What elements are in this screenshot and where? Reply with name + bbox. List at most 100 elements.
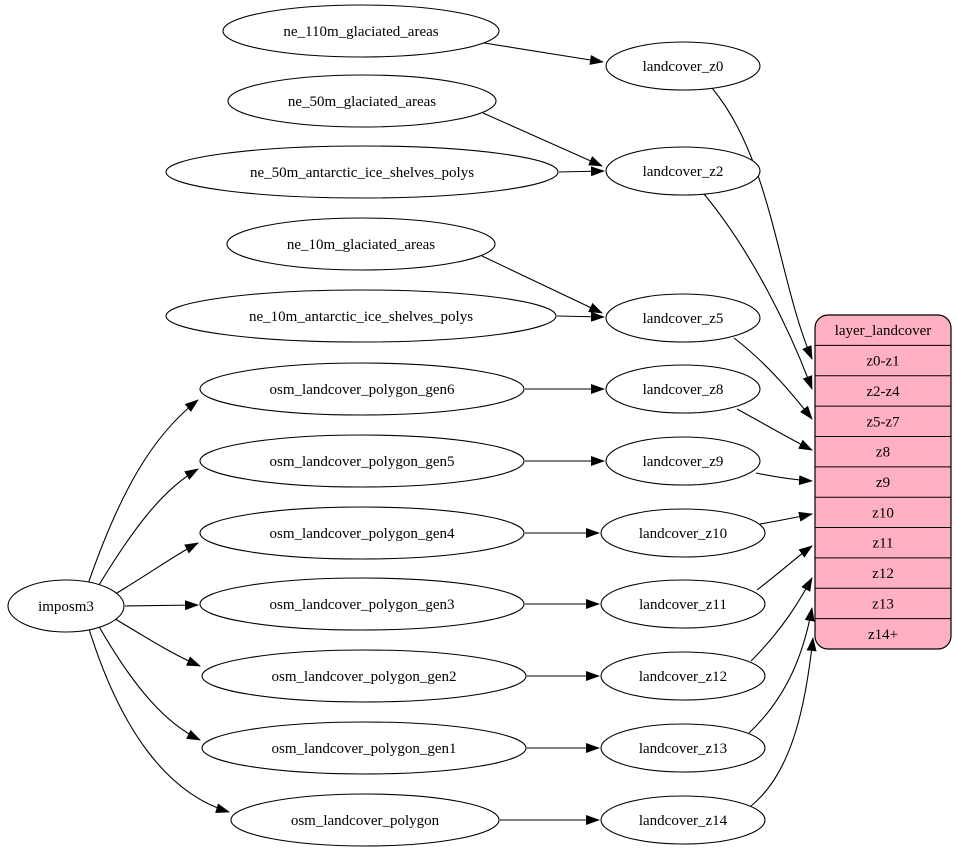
- node-landcover_z11-ellipse: [600, 579, 766, 629]
- edge-landcover_z8-to-layer_landcover-z8: [736, 408, 813, 451]
- node-landcover_z2-ellipse: [605, 146, 761, 196]
- node-osm_landcover_polygon-label: osm_landcover_polygon: [291, 813, 440, 829]
- node-ne_10m_antarctic_ice_shelves_polys-ellipse: [165, 289, 557, 343]
- node-osm_landcover_polygon_gen1: osm_landcover_polygon_gen1: [201, 721, 527, 775]
- node-landcover_z0: landcover_z0: [605, 41, 761, 91]
- node-imposm3-label: imposm3: [38, 599, 94, 615]
- node-landcover_z12-label: landcover_z12: [639, 669, 727, 685]
- node-landcover_z5-ellipse: [605, 293, 761, 343]
- node-landcover_z8: landcover_z8: [605, 364, 761, 414]
- edges-layer: [87, 42, 817, 825]
- node-landcover_z9: landcover_z9: [605, 436, 761, 486]
- node-landcover_z12: landcover_z12: [600, 651, 766, 701]
- node-osm_landcover_polygon_gen1-label: osm_landcover_polygon_gen1: [272, 741, 457, 757]
- edge-landcover_z0-to-layer_landcover-z0-z1: [711, 87, 813, 360]
- edge-imposm3-to-osm_landcover_polygon_gen4: [111, 542, 199, 597]
- record-row-z2-z4-label: z2-z4: [866, 384, 900, 400]
- record-layer: layer_landcover z0-z1 z2-z4 z5-z7 z8 z9 z10 z11…: [814, 314, 952, 650]
- node-landcover_z14-label: landcover_z14: [639, 813, 728, 829]
- node-osm_landcover_polygon_gen4-label: osm_landcover_polygon_gen4: [270, 526, 455, 542]
- node-landcover_z10-ellipse: [600, 508, 766, 558]
- node-osm_landcover_polygon_gen3-label: osm_landcover_polygon_gen3: [270, 597, 455, 613]
- record-row-z8-label: z8: [876, 445, 890, 461]
- node-landcover_z9-label: landcover_z9: [643, 454, 724, 470]
- node-landcover_z11: landcover_z11: [600, 579, 766, 629]
- node-ne_50m_glaciated_areas-ellipse: [227, 74, 497, 128]
- record-row-z11-label: z11: [872, 536, 893, 552]
- node-osm_landcover_polygon_gen2-label: osm_landcover_polygon_gen2: [272, 669, 457, 685]
- edge-landcover_z2-to-layer_landcover-z2-z4: [703, 193, 813, 390]
- node-ne_10m_glaciated_areas-label: ne_10m_glaciated_areas: [287, 237, 435, 253]
- node-ne_110m_glaciated_areas-label: ne_110m_glaciated_areas: [283, 24, 438, 40]
- record-row-z10-label: z10: [872, 505, 894, 521]
- edge-landcover_z5-to-layer_landcover-z5-z7: [733, 337, 813, 420]
- edge-ne_10m_glaciated_areas-to-landcover_z5: [481, 255, 603, 314]
- node-landcover_z12-ellipse: [600, 651, 766, 701]
- record-row-z5-z7-label: z5-z7: [866, 414, 900, 430]
- record-layer-landcover: layer_landcover z0-z1 z2-z4 z5-z7 z8 z9 z10 z11…: [814, 314, 952, 650]
- node-ne_50m_glaciated_areas-label: ne_50m_glaciated_areas: [288, 94, 436, 110]
- edge-imposm3-to-osm_landcover_polygon_gen1: [96, 622, 201, 741]
- node-landcover_z2: landcover_z2: [605, 146, 761, 196]
- node-landcover_z0-label: landcover_z0: [643, 59, 724, 75]
- edge-landcover_z10-to-layer_landcover-z10: [759, 511, 813, 525]
- node-landcover_z5-label: landcover_z5: [643, 311, 724, 327]
- node-landcover_z13-label: landcover_z13: [639, 741, 727, 757]
- node-ne_110m_glaciated_areas: ne_110m_glaciated_areas: [222, 4, 500, 58]
- node-ne_50m_glaciated_areas: ne_50m_glaciated_areas: [227, 74, 497, 128]
- node-osm_landcover_polygon_gen4: osm_landcover_polygon_gen4: [199, 506, 525, 560]
- node-landcover_z14-ellipse: [600, 795, 766, 845]
- node-landcover_z10-label: landcover_z10: [639, 526, 727, 542]
- edge-landcover_z11-to-layer_landcover-z11: [756, 545, 813, 591]
- node-osm_landcover_polygon_gen3: osm_landcover_polygon_gen3: [199, 577, 525, 631]
- node-ne_50m_antarctic_ice_shelves_polys-label: ne_50m_antarctic_ice_shelves_polys: [250, 165, 474, 181]
- edge-landcover_z9-to-layer_landcover-z9: [755, 472, 813, 486]
- edge-imposm3-to-osm_landcover_polygon: [88, 628, 230, 814]
- node-landcover_z14: landcover_z14: [600, 795, 766, 845]
- edge-imposm3-to-osm_landcover_polygon_gen2: [111, 616, 201, 667]
- node-osm_landcover_polygon: osm_landcover_polygon: [230, 793, 500, 847]
- node-osm_landcover_polygon_gen2: osm_landcover_polygon_gen2: [201, 649, 527, 703]
- edge-imposm3-to-osm_landcover_polygon_gen5: [95, 468, 199, 591]
- node-imposm3: imposm3: [7, 579, 125, 633]
- node-landcover_z8-ellipse: [605, 364, 761, 414]
- edge-landcover_z12-to-layer_landcover-z12: [750, 577, 813, 662]
- node-ne_50m_antarctic_ice_shelves_polys: ne_50m_antarctic_ice_shelves_polys: [165, 145, 559, 199]
- node-osm_landcover_polygon_gen5: osm_landcover_polygon_gen5: [199, 434, 525, 488]
- node-landcover_z8-label: landcover_z8: [643, 382, 724, 398]
- node-osm_landcover_polygon_gen3-ellipse: [199, 577, 525, 631]
- node-landcover_z13-ellipse: [600, 723, 766, 773]
- edge-imposm3-to-osm_landcover_polygon_gen6: [87, 399, 199, 585]
- record-row-z12-label: z12: [872, 566, 894, 582]
- node-imposm3-ellipse: [7, 579, 125, 633]
- node-landcover_z13: landcover_z13: [600, 723, 766, 773]
- record-title: layer_landcover: [835, 323, 932, 339]
- node-osm_landcover_polygon_gen6-label: osm_landcover_polygon_gen6: [270, 382, 455, 398]
- node-landcover_z0-ellipse: [605, 41, 761, 91]
- node-landcover_z2-label: landcover_z2: [643, 164, 724, 180]
- node-landcover_z10: landcover_z10: [600, 508, 766, 558]
- node-ne_10m_antarctic_ice_shelves_polys: ne_10m_antarctic_ice_shelves_polys: [165, 289, 557, 343]
- node-ne_110m_glaciated_areas-ellipse: [222, 4, 500, 58]
- node-ne_10m_antarctic_ice_shelves_polys-label: ne_10m_antarctic_ice_shelves_polys: [249, 309, 473, 325]
- record-row-z0-z1-label: z0-z1: [866, 354, 899, 370]
- node-ne_10m_glaciated_areas-ellipse: [226, 217, 496, 271]
- node-ne_10m_glaciated_areas: ne_10m_glaciated_areas: [226, 217, 496, 271]
- node-landcover_z11-label: landcover_z11: [639, 597, 727, 613]
- node-ne_50m_antarctic_ice_shelves_polys-ellipse: [165, 145, 559, 199]
- edge-ne_50m_glaciated_areas-to-landcover_z2: [482, 112, 603, 167]
- record-row-z14plus-label: z14+: [868, 627, 898, 643]
- record-row-z9-label: z9: [876, 475, 890, 491]
- record-outline: [814, 314, 952, 650]
- node-landcover_z9-ellipse: [605, 436, 761, 486]
- node-osm_landcover_polygon_gen6-ellipse: [199, 362, 525, 416]
- node-landcover_z5: landcover_z5: [605, 293, 761, 343]
- node-osm_landcover_polygon-ellipse: [230, 793, 500, 847]
- edge-ne_50m_antarctic_ice_shelves_polys-to-landcover_z2: [558, 166, 605, 177]
- edge-landcover_z14-to-layer_landcover-z14-: [750, 637, 817, 807]
- node-osm_landcover_polygon_gen1-ellipse: [201, 721, 527, 775]
- edge-ne_110m_glaciated_areas-to-landcover_z0: [483, 42, 604, 65]
- node-osm_landcover_polygon_gen5-label: osm_landcover_polygon_gen5: [270, 454, 455, 470]
